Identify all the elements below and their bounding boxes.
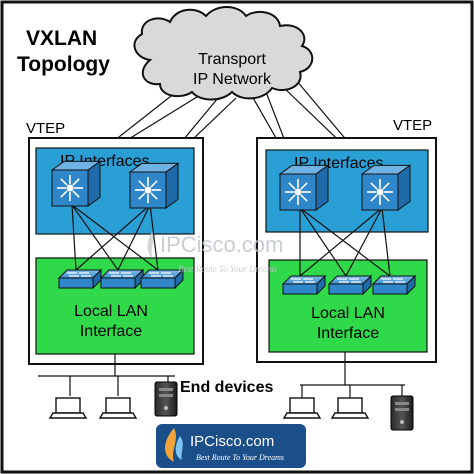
multilayer-switches xyxy=(50,160,412,211)
multilayer-switch-icon xyxy=(128,162,180,209)
server-icon xyxy=(390,395,414,431)
logo-background xyxy=(156,424,306,468)
laptop-icon xyxy=(48,397,88,419)
switch-icon xyxy=(327,274,373,296)
internal-links xyxy=(71,204,391,277)
vtep-right-lan-box xyxy=(268,259,428,353)
end-devices-label: End devices xyxy=(180,379,273,396)
vtep-left-lan-line2: Interface xyxy=(80,323,142,340)
title-line1: VXLAN xyxy=(26,27,97,50)
vtep-left-lan-line1: Local LAN xyxy=(74,303,148,320)
vtep-right-lan-line1: Local LAN xyxy=(311,305,385,322)
switch-icon xyxy=(281,274,327,296)
watermark: IPCisco.com Best Route To Your Dreams xyxy=(147,232,283,274)
logo-tagline: Best Route To Your Dreams xyxy=(196,453,284,462)
watermark-tagline: Best Route To Your Dreams xyxy=(178,264,278,274)
laptop-icon xyxy=(98,397,138,419)
cloud-label-line1: Transport xyxy=(198,51,266,68)
logo-drop-inner-icon xyxy=(175,436,183,460)
server-icon xyxy=(154,381,178,417)
vtep-right: VTEP IP Interfaces Local LAN Interface xyxy=(256,117,437,363)
multilayer-switch-icon xyxy=(278,164,330,211)
cloud-label-line2: IP Network xyxy=(193,71,272,88)
watermark-drop-icon xyxy=(147,232,154,258)
logo-text: IPCisco.com xyxy=(190,433,274,450)
multilayer-switch-icon xyxy=(360,164,412,211)
end-devices xyxy=(48,381,414,431)
switch-icon xyxy=(371,274,417,296)
access-switches xyxy=(57,268,417,296)
switch-icon xyxy=(99,268,145,290)
vtep-right-lan-line2: Interface xyxy=(317,325,379,342)
laptop-icon xyxy=(282,397,322,419)
logo-drop-icon xyxy=(165,428,176,462)
end-device-links xyxy=(38,352,405,398)
vtep-right-label: VTEP xyxy=(393,117,432,134)
title-line2: Topology xyxy=(17,53,110,76)
multilayer-switch-icon xyxy=(50,160,102,207)
watermark-text: IPCisco.com xyxy=(160,232,283,257)
switch-icon xyxy=(139,268,185,290)
cloud-icon xyxy=(133,6,314,101)
ipcisco-logo: IPCisco.com Best Route To Your Dreams xyxy=(156,424,306,468)
vtep-left-label: VTEP xyxy=(26,120,65,137)
switch-icon xyxy=(57,268,103,290)
laptop-icon xyxy=(330,397,370,419)
